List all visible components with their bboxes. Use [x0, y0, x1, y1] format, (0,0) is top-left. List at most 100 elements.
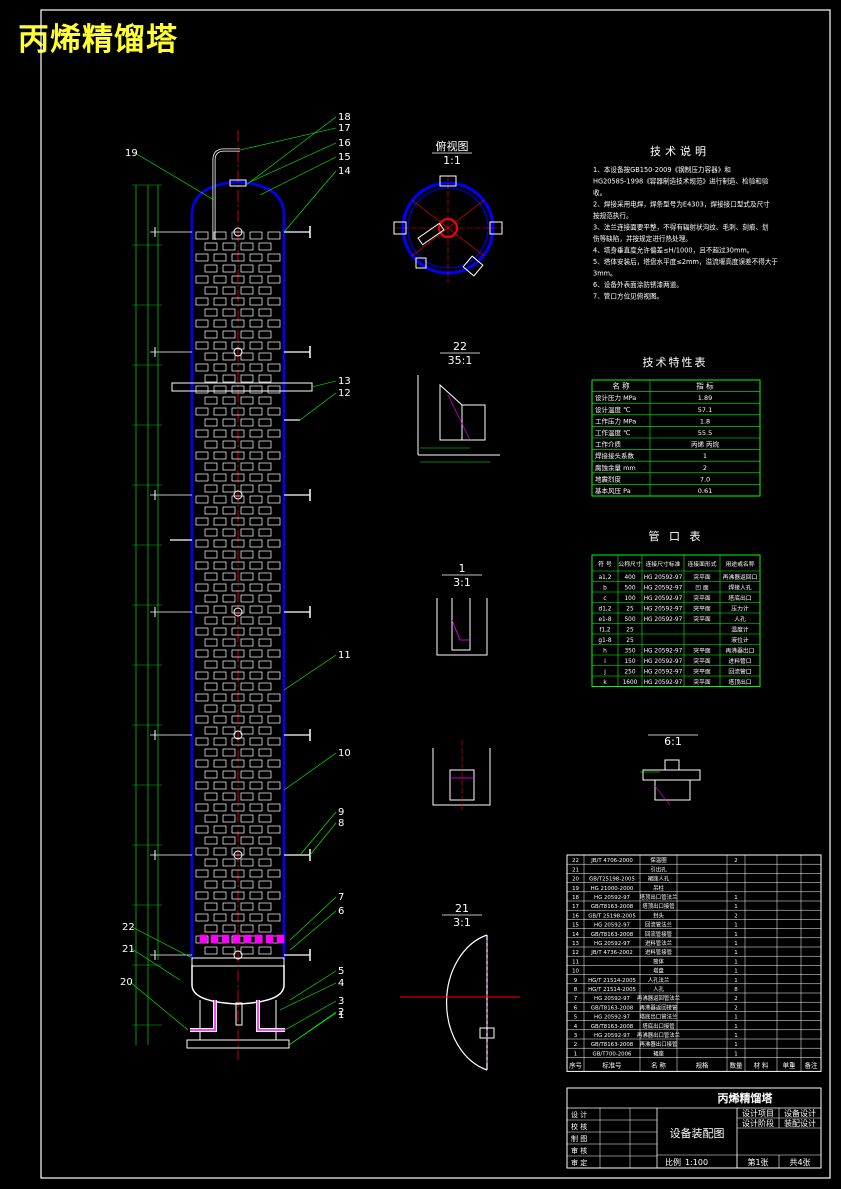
parts-cell: 2: [734, 913, 737, 919]
callout-number: 8: [338, 818, 344, 829]
nozzle-cell: 突平面: [693, 594, 711, 602]
nozzle-cell: 400: [624, 575, 635, 581]
parts-cell: HG/T 21514-2005: [588, 987, 636, 993]
page-title: 丙烯精馏塔: [18, 22, 178, 58]
spec-cell: 设计压力 MPa: [595, 393, 636, 402]
callout-number: 19: [125, 148, 138, 159]
nozzle-cell: HG 20592-97: [644, 670, 683, 676]
spec-cell: 腐蚀余量 mm: [595, 463, 636, 472]
nozzle-pair: [150, 849, 311, 861]
callout: 22: [122, 922, 193, 959]
detail-21-title: 21: [455, 902, 469, 915]
tower-dimensions: [132, 184, 162, 1045]
nozzle-header: 连接尺寸标准: [646, 560, 681, 568]
callout-number: 12: [338, 388, 351, 399]
detail-1-title: 1: [459, 562, 466, 575]
tech-notes: 技术说明 1、本设备按GB150-2009《钢制压力容器》和HG20585-19…: [593, 144, 778, 301]
detail-21-view: 21 3:1: [400, 902, 520, 1071]
parts-cell: 1: [734, 1033, 737, 1039]
parts-cell: 14: [572, 932, 579, 938]
parts-cell: 塔盘: [653, 967, 664, 975]
top-view-title: 俯视图: [436, 139, 469, 153]
callout: 15: [259, 152, 351, 196]
parts-cell: 17: [572, 904, 579, 910]
parts-cell: HG 20592-97: [594, 1033, 630, 1039]
top-nozzle: [229, 179, 247, 187]
parts-cell: 回流管接管: [645, 930, 673, 938]
parts-cell: 1: [734, 904, 737, 910]
parts-cell: 21: [572, 867, 579, 873]
nozzle-pair: [150, 489, 311, 501]
nozzle-cell: 人孔: [734, 615, 746, 623]
callout: 9: [299, 807, 344, 856]
nozzle-cell: 25: [626, 607, 634, 613]
nozzle-cell: i: [604, 659, 606, 665]
callout: 14: [283, 166, 351, 233]
spec-cell: 基本风压 Pa: [595, 486, 631, 495]
detail-6-view: 6:1: [640, 734, 701, 806]
callout-number: 7: [338, 892, 344, 903]
scale-value: 1:100: [685, 1158, 708, 1167]
spec-cell: 1.89: [698, 394, 712, 402]
nozzle-cell: 温度计: [731, 626, 749, 634]
parts-cell: 人孔: [653, 985, 664, 993]
callout-number: 11: [338, 650, 351, 661]
parts-cell: 筒体: [653, 957, 664, 965]
nozzle-cell: 压力计: [731, 605, 749, 613]
nozzle-pair: [150, 949, 311, 961]
davit: [212, 148, 240, 240]
callout: 6: [289, 906, 344, 951]
nozzle-cell: j: [603, 670, 606, 676]
parts-cell: 1: [734, 895, 737, 901]
stage-value: 装配设计: [784, 1118, 816, 1128]
parts-cell: 4: [574, 1024, 578, 1030]
nozzle-cell: 1600: [623, 680, 638, 686]
nozzle-cell: 突平面: [693, 605, 711, 613]
parts-cell: 塔底出口管法兰: [640, 1013, 678, 1021]
top-view: 俯视图 1:1: [393, 139, 503, 283]
callout: 8: [309, 818, 344, 856]
spec-cell: 0.61: [698, 487, 712, 495]
nozzle-cell: 回流管口: [728, 668, 751, 676]
parts-cell: 2: [734, 858, 737, 864]
parts-cell: 再沸器返回接管: [640, 1003, 678, 1011]
drawing-frame: [40, 9, 831, 1179]
nozzle-cell: 进料管口: [728, 657, 751, 665]
nozzle-header: 公称尺寸: [618, 560, 641, 568]
drawing-name: 丙烯精馏塔: [718, 1091, 774, 1105]
parts-cell: JB/T 4706-2000: [590, 858, 633, 864]
parts-cell: GB/T700-2006: [593, 1051, 633, 1057]
tech-note-line: 6、设备外表面涂防锈漆两道。: [593, 280, 683, 289]
nozzle-cell: 500: [624, 617, 635, 623]
callout: 16: [249, 138, 351, 183]
project-value: 设备设计: [784, 1108, 816, 1118]
nozzle-cell: e1-8: [598, 617, 611, 623]
callout: 19: [125, 148, 215, 201]
parts-cell: 1: [734, 959, 737, 965]
nozzle-header: 用途或名称: [726, 560, 755, 568]
nozzle-table-title: 管 口 表: [649, 529, 704, 543]
parts-cell: 1: [734, 978, 737, 984]
tech-note-line: 2、焊接采用电焊，焊条型号为E4303，焊接接口型式及尺寸: [593, 200, 770, 209]
parts-cell: 1: [734, 1042, 737, 1048]
parts-cell: JB/T 4736-2002: [590, 950, 633, 956]
callout-number: 4: [338, 978, 344, 989]
callout: 7: [289, 892, 344, 941]
nozzle-cell: 焊接人孔: [728, 584, 751, 592]
detail-6-title: 6:1: [664, 735, 682, 748]
spec-cell: 57.1: [698, 406, 712, 414]
parts-cell: GB/T8163-2008: [591, 1005, 634, 1011]
callout-number: 1: [338, 1010, 344, 1021]
parts-cell: HG 20592-97: [594, 895, 630, 901]
parts-cell: 吊柱: [653, 884, 664, 892]
tech-note-line: 按规范执行。: [593, 211, 633, 220]
nozzle-header: 连接面形式: [688, 560, 717, 568]
callout-number: 13: [338, 376, 351, 387]
nozzle-cell: 350: [624, 649, 635, 655]
parts-cell: 12: [572, 950, 579, 956]
tech-note-line: 3、法兰连接面要平整，不得有辐射状沟纹、毛刺、刻痕、划: [593, 223, 769, 232]
parts-cell: 8: [734, 987, 738, 993]
bottom-outlet: [235, 1002, 243, 1026]
nozzle-cell: HG 20592-97: [644, 649, 683, 655]
